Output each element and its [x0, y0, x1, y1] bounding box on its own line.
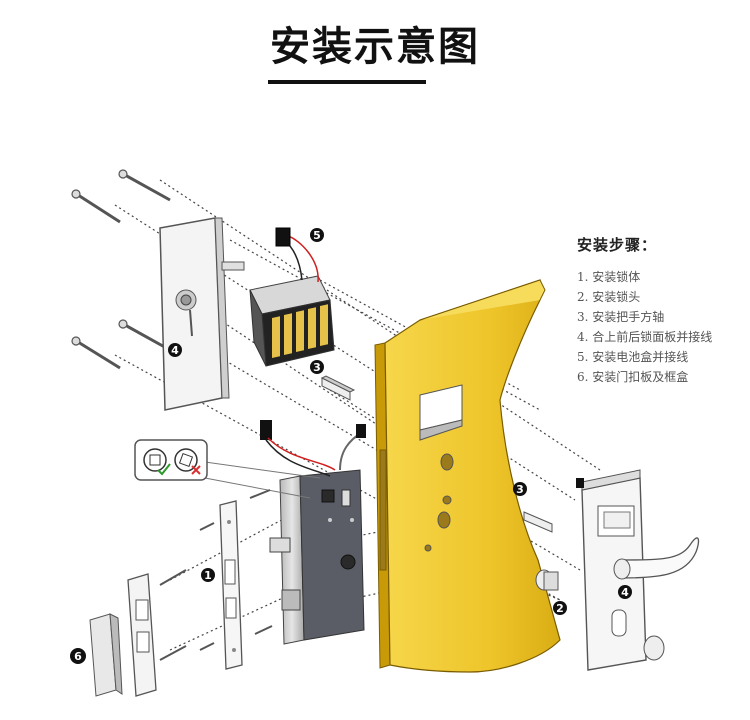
screw-icon: [71, 169, 171, 370]
installation-steps: 安装步骤： 1. 安装锁体 2. 安装锁头 3. 安装把手方轴 4. 合上前后锁…: [577, 234, 747, 387]
step-item: 3. 安装把手方轴: [577, 310, 665, 324]
lock-body: [269, 424, 366, 645]
callout-badge-3: 3: [310, 360, 324, 374]
handle-icon: [613, 537, 700, 580]
door: [374, 279, 561, 673]
callout-badge-4: 4: [618, 585, 632, 599]
battery-box-icon: [249, 275, 335, 367]
callout-badge-6: 6: [70, 648, 86, 664]
step-item: 1. 安装锁体: [577, 270, 641, 284]
step-item: 5. 安装电池盒并接线: [577, 350, 689, 364]
step-item: 2. 安装锁头: [577, 290, 641, 304]
screw-icon: [159, 489, 273, 661]
callout-badge-3: 3: [513, 482, 527, 496]
back-panel: [159, 217, 245, 411]
cross-icon: [191, 465, 201, 475]
callout-badge-5: 5: [310, 228, 324, 242]
step-item: 6. 安装门扣板及框盒: [577, 370, 689, 384]
connector-icon: [260, 420, 336, 477]
front-panel: [576, 469, 647, 671]
callout-4-label: 4: [171, 344, 179, 357]
callout-1-label: 1: [204, 569, 212, 582]
faceplate: [219, 500, 243, 670]
step-item: 4. 合上前后锁面板并接线: [577, 330, 713, 344]
spindle-icon: [320, 375, 356, 401]
strike-plate: [89, 573, 157, 697]
cylinder-icon: [535, 569, 665, 661]
callout-3-label: 3: [313, 361, 321, 374]
detail-callout: [134, 439, 321, 499]
check-icon: [157, 463, 171, 476]
title-underline: [268, 80, 426, 84]
spindle-icon: [523, 511, 553, 533]
connector-icon: [275, 227, 319, 283]
page-title: 安装示意图: [270, 24, 480, 70]
callout-badge-1: 1: [201, 568, 215, 582]
callout-badge-2: 2: [553, 601, 567, 615]
steps-heading: 安装步骤：: [577, 236, 658, 254]
steps-list: 1. 安装锁体 2. 安装锁头 3. 安装把手方轴 4. 合上前后锁面板并接线 …: [577, 267, 747, 387]
callout-badge-4: 4: [168, 343, 182, 357]
callout-2-label: 2: [556, 602, 564, 615]
callout-3-label: 3: [516, 483, 524, 496]
callout-4-label: 4: [621, 586, 629, 599]
callout-5-label: 5: [313, 229, 321, 242]
callout-6-label: 6: [74, 650, 82, 663]
